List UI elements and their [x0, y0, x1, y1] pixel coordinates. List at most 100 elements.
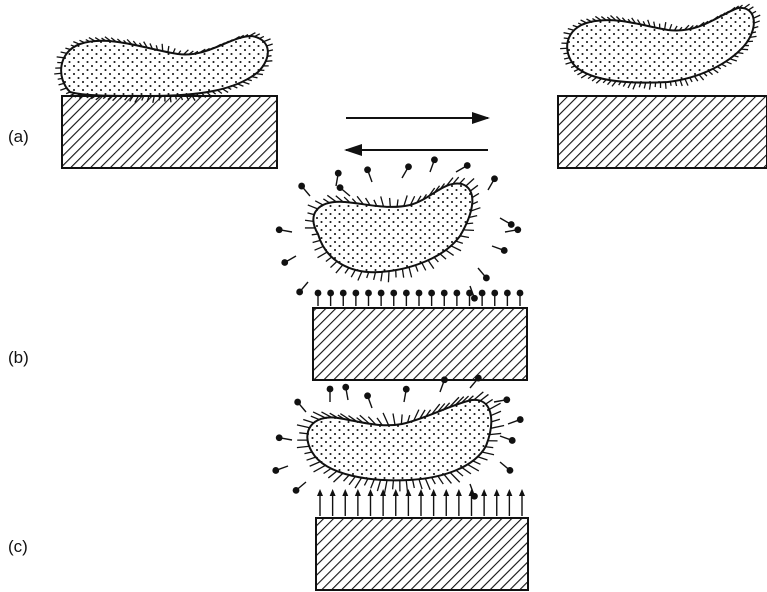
substrate-surfactant-head: [431, 489, 437, 496]
substrate-block-c: [316, 518, 528, 590]
substrate-surfactant-head: [330, 489, 336, 496]
surface-hair: [345, 268, 349, 274]
surface-hair: [175, 95, 176, 99]
substrate-surfactant-head: [481, 489, 487, 496]
free-surfactant-head: [364, 392, 371, 399]
surface-hair: [242, 82, 249, 84]
surface-hair: [351, 270, 355, 277]
surface-hair: [162, 44, 163, 51]
surface-hair: [409, 267, 412, 277]
free-surfactant-head: [403, 386, 410, 393]
surface-hair: [491, 426, 504, 429]
surface-hair: [462, 468, 471, 474]
free-surfactant-head: [276, 434, 283, 441]
surface-hair: [717, 67, 721, 69]
surface-hair: [256, 74, 263, 75]
substrate-surfactant-head: [416, 290, 423, 297]
free-surfactant-head: [509, 437, 516, 444]
substrate-surfactant-layer-c: [317, 489, 525, 516]
surface-hair: [752, 32, 756, 33]
surface-hair: [297, 446, 309, 447]
surface-hair: [374, 272, 376, 280]
surface-hair: [577, 72, 583, 75]
surface-hair: [588, 76, 592, 79]
panel-c: [272, 375, 528, 590]
surface-hair: [734, 56, 739, 57]
surface-hair: [486, 447, 494, 448]
free-surfactant-head: [507, 467, 514, 474]
free-surfactant-head: [296, 289, 303, 296]
surface-hair: [168, 46, 169, 52]
free-surfactant-head: [281, 259, 288, 266]
free-surfactant-head: [491, 175, 498, 182]
surface-hair: [466, 178, 474, 186]
surface-hair: [383, 413, 389, 425]
surface-hair: [402, 269, 403, 278]
surface-hair: [377, 480, 380, 491]
surface-hair: [478, 457, 488, 460]
free-surfactant-head: [335, 170, 342, 177]
surface-hair: [472, 193, 479, 197]
surface-hair: [303, 419, 313, 422]
substrate-surfactant-head: [456, 489, 462, 496]
substrate-surfactant-head: [403, 290, 410, 297]
substrate-surfactant-head: [418, 489, 424, 496]
surface-hair: [419, 479, 422, 489]
surface-hair: [628, 82, 631, 88]
surface-hair: [170, 96, 171, 103]
bacterium-a-left: [61, 36, 268, 96]
surface-hair: [564, 33, 571, 34]
free-surfactant-head: [517, 416, 524, 423]
surface-hair: [460, 236, 469, 238]
surface-hair: [233, 86, 238, 88]
surface-hair: [404, 195, 407, 206]
surface-hair: [440, 254, 446, 259]
free-surfactant-head: [272, 467, 279, 474]
substrate-surfactant-head: [342, 489, 348, 496]
substrate-surfactant-head: [479, 290, 486, 297]
surface-hair: [482, 452, 494, 455]
surface-hair: [581, 74, 587, 78]
substrate-surfactant-head: [393, 489, 399, 496]
surface-hair: [415, 265, 417, 271]
surface-hair: [66, 92, 70, 94]
substrate-surfactant-head: [519, 489, 525, 496]
surface-hair: [311, 416, 319, 419]
surface-hair: [54, 73, 61, 74]
free-surfactant-head: [471, 295, 478, 302]
surface-hair: [238, 84, 244, 86]
surface-hair: [401, 414, 402, 424]
substrate-surfactant-head: [491, 290, 498, 297]
surface-hair: [451, 246, 461, 251]
free-surfactant-head: [337, 184, 344, 191]
surface-hair: [422, 263, 426, 271]
surface-hair: [358, 271, 362, 280]
surface-hair: [665, 22, 666, 29]
substrate-surfactant-head: [355, 489, 361, 496]
free-surfactant-head: [293, 487, 300, 494]
free-surfactant-head: [503, 396, 510, 403]
surface-hair: [446, 250, 454, 255]
surface-hair: [297, 425, 310, 428]
surface-hair: [670, 82, 671, 86]
surface-hair: [480, 394, 488, 400]
surface-hair: [228, 87, 232, 89]
surface-hair: [470, 185, 478, 191]
surface-hair: [568, 29, 574, 31]
free-surfactant-head: [464, 162, 471, 169]
surface-hair: [704, 73, 707, 76]
surface-hair: [315, 201, 323, 205]
substrate-surfactant-head: [315, 290, 322, 297]
surface-hair: [753, 15, 760, 18]
surface-hair: [680, 80, 682, 86]
surface-hair: [456, 470, 463, 476]
free-surfactant-head: [364, 166, 371, 173]
surface-hair: [304, 452, 312, 454]
substrate-surfactant-head: [504, 290, 511, 297]
surface-hair: [748, 7, 753, 10]
surface-hair: [592, 77, 597, 81]
surface-hair: [406, 480, 407, 493]
surface-hair: [564, 58, 570, 59]
surface-hair: [299, 433, 307, 434]
substrate-surfactant-head: [517, 290, 524, 297]
